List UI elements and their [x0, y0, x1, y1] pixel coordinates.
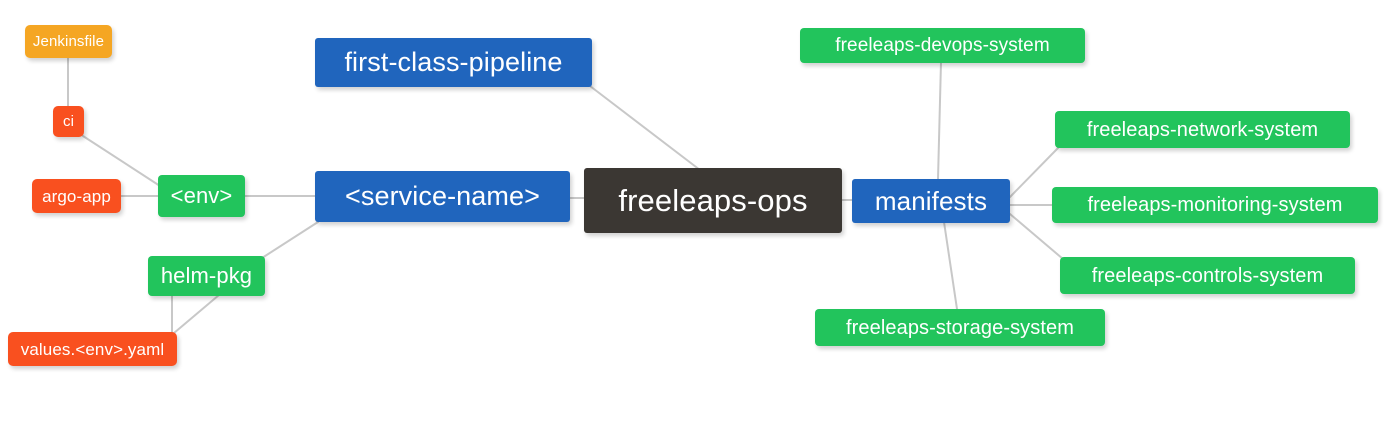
node-freeleaps-controls-system[interactable]: freeleaps-controls-system [1060, 257, 1355, 294]
node-service-name[interactable]: <service-name> [315, 171, 570, 222]
node-label-values-yaml: values.<env>.yaml [20, 339, 165, 359]
node-label-freeleaps-ops: freeleaps-ops [618, 183, 808, 218]
node-label-freeleaps-storage-system: freeleaps-storage-system [845, 316, 1075, 339]
node-label-argo-app: argo-app [42, 186, 111, 206]
node-label-freeleaps-monitoring-system: freeleaps-monitoring-system [1087, 194, 1343, 216]
node-values-yaml[interactable]: values.<env>.yaml [8, 332, 177, 366]
node-freeleaps-monitoring-system[interactable]: freeleaps-monitoring-system [1052, 187, 1378, 223]
node-jenkinsfile[interactable]: Jenkinsfile [25, 25, 112, 58]
node-manifests[interactable]: manifests [852, 179, 1010, 223]
node-label-freeleaps-controls-system: freeleaps-controls-system [1091, 264, 1324, 287]
node-label-manifests: manifests [874, 186, 988, 216]
edge-values-yaml-helm-pkg [164, 294, 173, 333]
node-first-class-pipeline[interactable]: first-class-pipeline [315, 38, 592, 87]
edge-manifests-devops-system [937, 61, 942, 180]
node-label-jenkinsfile: Jenkinsfile [32, 33, 105, 50]
node-freeleaps-ops[interactable]: freeleaps-ops [584, 168, 842, 233]
edge-manifests-storage-system [943, 221, 958, 310]
node-label-ci: ci [62, 113, 75, 130]
node-helm-pkg[interactable]: helm-pkg [148, 256, 265, 296]
node-ci[interactable]: ci [53, 106, 84, 137]
edge-helm-pkg-service-name [261, 221, 319, 259]
edge-values-yaml-helm-pkg-diagonal [173, 294, 220, 334]
node-freeleaps-storage-system[interactable]: freeleaps-storage-system [815, 309, 1105, 346]
node-label-env: <env> [170, 183, 233, 208]
node-label-freeleaps-network-system: freeleaps-network-system [1086, 118, 1319, 141]
node-env[interactable]: <env> [158, 175, 245, 217]
node-label-helm-pkg: helm-pkg [160, 263, 253, 288]
edge-manifests-network-system [1009, 147, 1059, 198]
node-argo-app[interactable]: argo-app [32, 179, 121, 213]
node-freeleaps-network-system[interactable]: freeleaps-network-system [1055, 111, 1350, 148]
edge-first-class-pipeline-root [589, 85, 701, 171]
node-label-freeleaps-devops-system: freeleaps-devops-system [835, 35, 1050, 56]
node-label-service-name: <service-name> [345, 181, 540, 211]
node-label-first-class-pipeline: first-class-pipeline [344, 47, 563, 77]
node-freeleaps-devops-system[interactable]: freeleaps-devops-system [800, 28, 1085, 63]
